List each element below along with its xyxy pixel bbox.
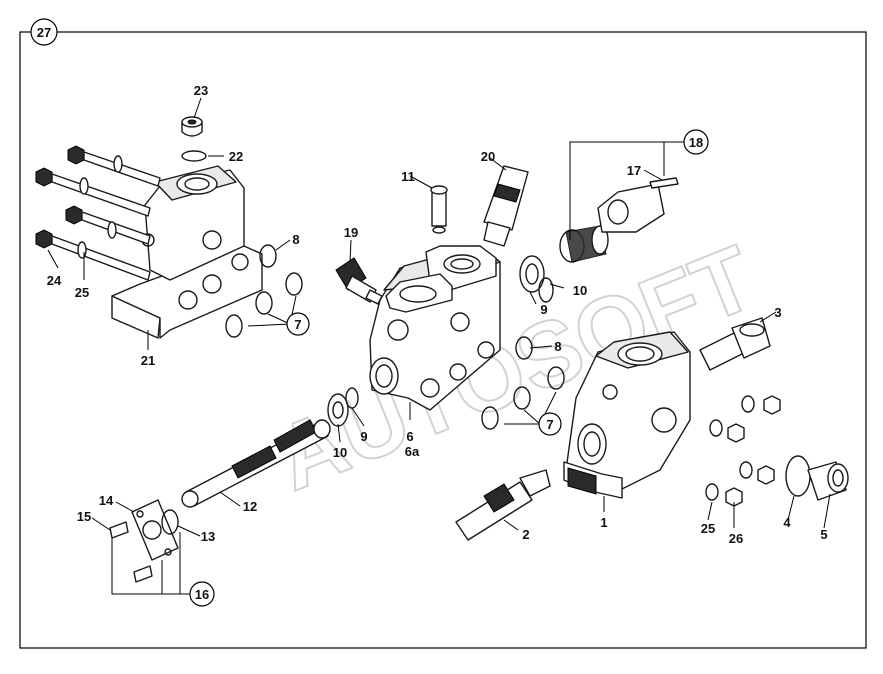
o-ring bbox=[538, 277, 554, 303]
plug bbox=[181, 116, 203, 137]
callout-14: 14 bbox=[99, 493, 114, 508]
end-fitting bbox=[807, 461, 849, 501]
flange-seal bbox=[161, 509, 179, 535]
port-fitting bbox=[699, 317, 771, 371]
callout-11: 11 bbox=[401, 169, 415, 184]
callout-7-right: 7 bbox=[546, 417, 553, 432]
callout-16-circle bbox=[189, 581, 215, 607]
callout-25-right: 25 bbox=[701, 521, 715, 536]
callout-17: 17 bbox=[627, 163, 641, 178]
plug-o-ring bbox=[181, 150, 207, 162]
callout-7-right-circle bbox=[538, 412, 562, 436]
callout-15: 15 bbox=[77, 509, 91, 524]
callout-25-left: 25 bbox=[75, 285, 89, 300]
callout-4: 4 bbox=[783, 515, 791, 530]
callout-24: 24 bbox=[47, 273, 62, 288]
spool-washer-hole bbox=[332, 401, 344, 419]
callout-8-right: 8 bbox=[554, 339, 561, 354]
figure-number: 27 bbox=[37, 25, 51, 40]
callout-6: 6 bbox=[406, 429, 413, 444]
callout-26: 26 bbox=[729, 531, 743, 546]
relief-plug bbox=[335, 257, 383, 305]
o-ring bbox=[547, 366, 565, 390]
callout-labels: 1 2 3 4 5 6 6a 7 7 8 8 9 9 10 10 11 12 1… bbox=[47, 83, 828, 607]
o-ring bbox=[255, 291, 273, 315]
callout-7-left: 7 bbox=[294, 317, 301, 332]
callout-10-left: 10 bbox=[333, 445, 347, 460]
fitting-seal bbox=[785, 455, 811, 497]
callout-22: 22 bbox=[229, 149, 243, 164]
callout-23: 23 bbox=[194, 83, 208, 98]
nuts-and-washers bbox=[705, 395, 781, 507]
control-spool bbox=[181, 419, 331, 508]
diagram-frame bbox=[19, 31, 867, 649]
relief-cartridge bbox=[455, 469, 551, 541]
flange-screws bbox=[109, 521, 153, 583]
callout-1: 1 bbox=[600, 515, 607, 530]
callout-13: 13 bbox=[201, 529, 215, 544]
o-ring bbox=[225, 314, 243, 338]
outlet-section-block bbox=[563, 331, 691, 499]
callout-10-center: 10 bbox=[573, 283, 587, 298]
tie-bolts bbox=[35, 145, 161, 281]
valve-section-block bbox=[369, 245, 501, 411]
callout-2: 2 bbox=[522, 527, 529, 542]
pressure-cartridge bbox=[483, 165, 529, 247]
callout-19: 19 bbox=[344, 225, 358, 240]
o-ring bbox=[285, 272, 303, 296]
o-ring bbox=[481, 406, 499, 430]
callout-21: 21 bbox=[141, 353, 155, 368]
callout-9-left: 9 bbox=[360, 429, 367, 444]
backup-washer bbox=[519, 255, 545, 293]
callout-16: 16 bbox=[195, 587, 209, 602]
callout-9-center: 9 bbox=[540, 302, 547, 317]
check-valve-cartridge bbox=[430, 185, 448, 234]
callout-3: 3 bbox=[774, 305, 781, 320]
spool-washer bbox=[327, 393, 349, 427]
spring-cover-cap bbox=[597, 177, 679, 233]
o-ring bbox=[259, 244, 277, 268]
figure-number-badge bbox=[30, 18, 58, 46]
o-ring bbox=[513, 386, 531, 410]
o-ring bbox=[525, 263, 539, 285]
spring-assembly bbox=[559, 225, 609, 263]
callout-6a: 6a bbox=[405, 444, 420, 459]
end-cover-block bbox=[111, 165, 263, 339]
callout-18-circle bbox=[683, 129, 709, 155]
leader-lines bbox=[47, 97, 831, 595]
spool-cap-flange bbox=[131, 499, 179, 561]
callout-8-left: 8 bbox=[292, 232, 299, 247]
callout-5: 5 bbox=[820, 527, 827, 542]
callout-20: 20 bbox=[481, 149, 495, 164]
callout-12: 12 bbox=[243, 499, 257, 514]
callout-18: 18 bbox=[689, 135, 703, 150]
callout-7-left-circle bbox=[286, 312, 310, 336]
